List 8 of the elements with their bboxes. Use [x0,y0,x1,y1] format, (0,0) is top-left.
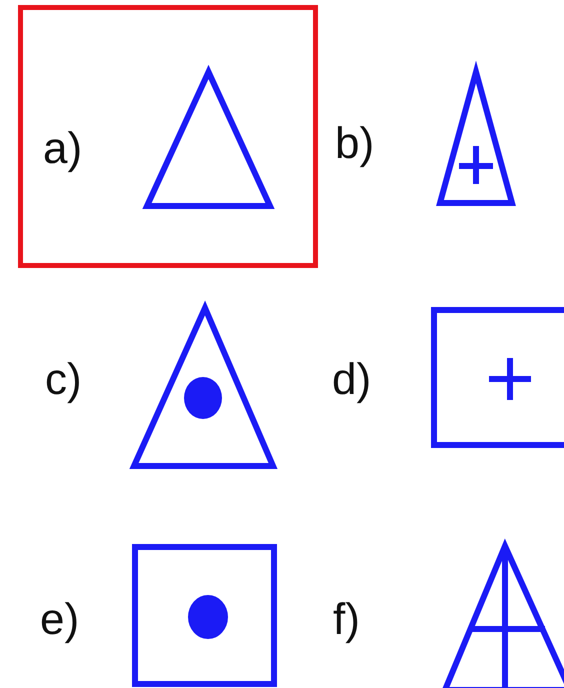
option-label: f) [333,598,360,642]
option-label: e) [40,598,80,642]
triangle-symbol [142,64,275,209]
option-label: b) [335,122,374,166]
option-label: c) [45,358,82,402]
option-label: d) [332,358,372,402]
option-label: a) [43,127,82,171]
highlight-frame [18,5,318,268]
